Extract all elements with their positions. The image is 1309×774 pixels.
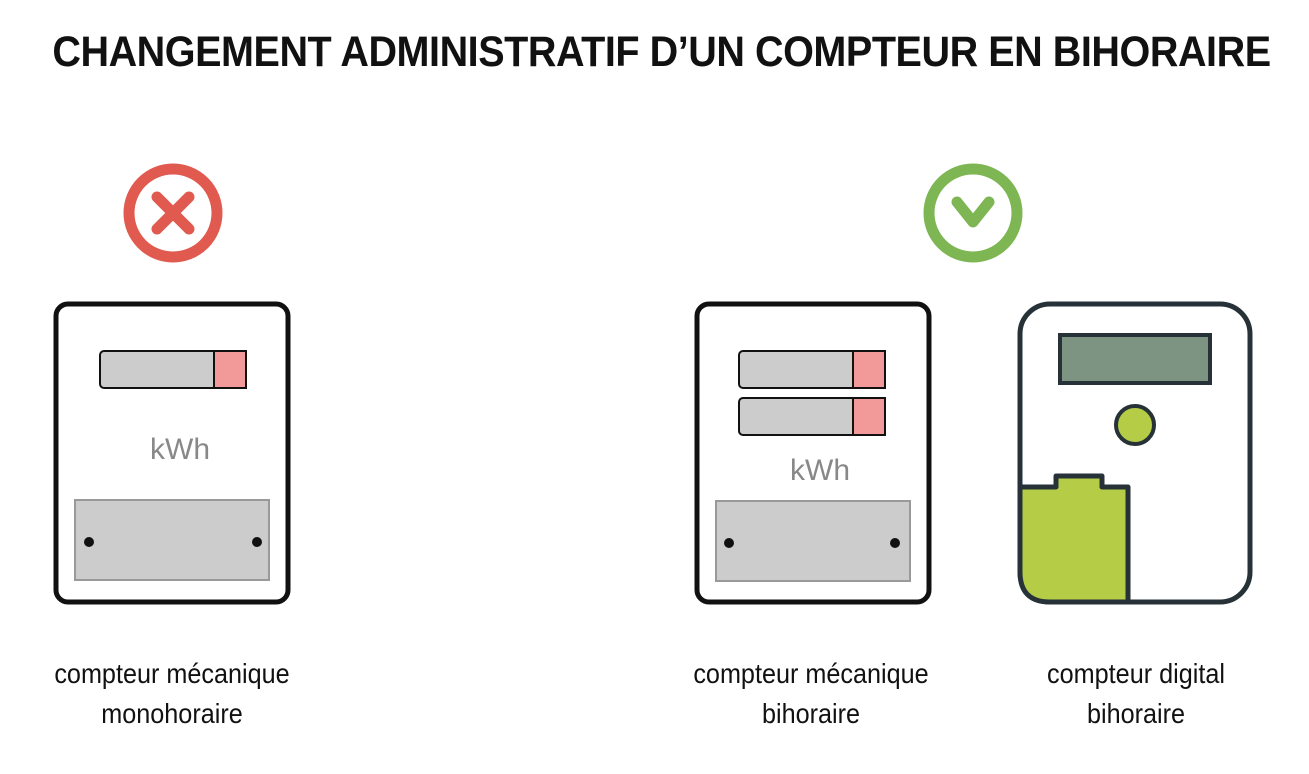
caption-line: compteur mécanique (54, 658, 290, 689)
mechanical-dual-rate-meter: kWh (694, 301, 932, 605)
register-display-day (738, 350, 886, 389)
caption-line: bihoraire (1086, 698, 1186, 729)
register-display-night (738, 397, 886, 436)
unit-label: kWh (790, 454, 850, 487)
caption-line: monohoraire (101, 698, 243, 729)
digital-dual-rate-meter (1017, 301, 1253, 605)
caption-line: compteur mécanique (693, 658, 929, 689)
unit-label: kWh (150, 433, 210, 466)
terminal-cover (74, 499, 270, 581)
page-title: CHANGEMENT ADMINISTRATIF D’UN COMPTEUR E… (52, 28, 1271, 76)
module-block (1017, 473, 1131, 605)
caption-mechanical-single-rate: compteur mécanique monohoraire (37, 654, 307, 734)
caption-line: compteur digital (1047, 658, 1225, 689)
caption-line: bihoraire (761, 698, 861, 729)
mechanical-single-rate-meter: kWh (53, 301, 291, 605)
caption-mechanical-dual-rate: compteur mécanique bihoraire (676, 654, 946, 734)
lcd-screen (1058, 333, 1212, 385)
caption-digital-dual-rate: compteur digital bihoraire (1019, 654, 1253, 734)
terminal-cover (715, 500, 911, 582)
indicator-led (1114, 404, 1156, 446)
register-display (99, 350, 247, 389)
check-circle-icon (923, 163, 1023, 263)
cross-circle-icon (123, 163, 223, 263)
